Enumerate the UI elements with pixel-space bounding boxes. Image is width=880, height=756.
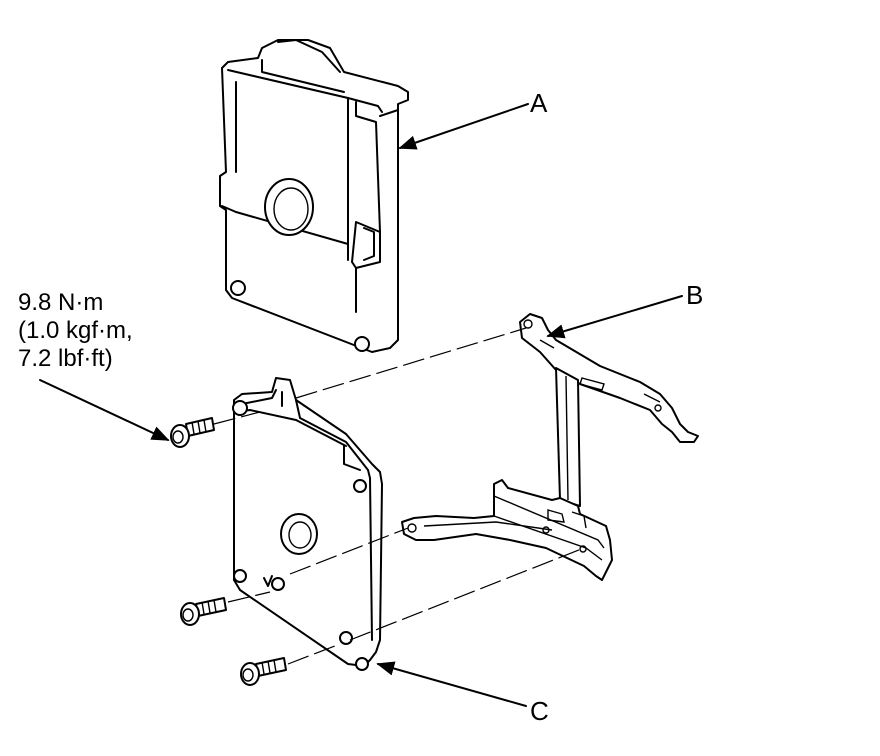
leader-arrow-c — [376, 661, 527, 707]
label-c: C — [530, 696, 549, 726]
cover-part-a — [219, 39, 409, 353]
leader-arrow-b — [546, 295, 683, 339]
bolt-middle — [180, 597, 227, 626]
torque-spec-line1: 9.8 N·m — [18, 289, 103, 316]
torque-spec-line2: (1.0 kgf·m, — [18, 317, 133, 344]
bolt-lower — [240, 657, 287, 686]
alignment-lines — [213, 327, 585, 665]
bracket-part-b — [401, 313, 699, 581]
control-module-part-c — [232, 377, 383, 671]
torque-spec-line3: 7.2 lbf·ft) — [18, 345, 113, 372]
label-a: A — [530, 88, 548, 118]
leader-arrow-a — [398, 103, 529, 150]
leader-arrow-torque — [39, 379, 170, 441]
bolt-upper — [170, 417, 215, 448]
label-b: B — [686, 280, 703, 310]
